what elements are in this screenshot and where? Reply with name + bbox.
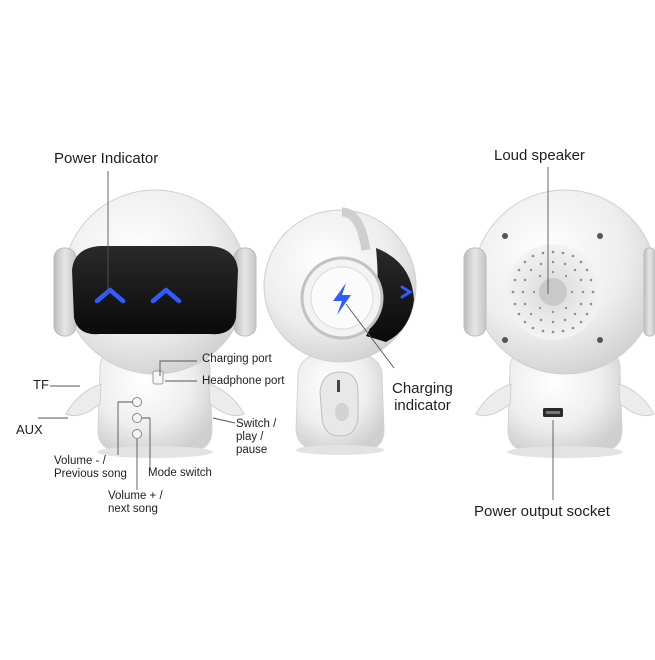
back-view bbox=[463, 189, 655, 458]
volume-minus-label: Volume - / Previous song bbox=[54, 455, 127, 481]
tf-label: TF bbox=[33, 377, 49, 392]
headphone-port-label: Headphone port bbox=[202, 375, 285, 387]
speaker-grille-holes bbox=[511, 250, 595, 334]
power-output-socket-label: Power output socket bbox=[474, 503, 610, 520]
switch-line-3: pause bbox=[236, 444, 268, 457]
volume-plus-button-icon bbox=[132, 429, 142, 439]
volume-minus-line-2: Previous song bbox=[54, 468, 127, 481]
volume-plus-line-2: next song bbox=[108, 503, 158, 516]
mode-button-icon bbox=[132, 413, 142, 423]
volume-minus-button-icon bbox=[132, 397, 142, 407]
charging-indicator-line-2: indicator bbox=[394, 397, 451, 415]
volume-minus-line-1: Volume - / bbox=[54, 455, 106, 467]
lightning-bolt-icon bbox=[333, 283, 351, 315]
volume-plus-line-1: Volume + / bbox=[108, 490, 163, 502]
loud-speaker-label: Loud speaker bbox=[494, 147, 585, 164]
volume-plus-label: Volume + / next song bbox=[108, 490, 163, 516]
aux-label: AUX bbox=[16, 422, 43, 437]
side-view bbox=[263, 207, 417, 455]
mode-switch-label: Mode switch bbox=[148, 467, 212, 479]
charging-indicator-line-1: Charging bbox=[392, 380, 453, 397]
charging-indicator-label: Charging indicator bbox=[392, 380, 453, 415]
switch-line-1: Switch / bbox=[236, 418, 277, 430]
charging-port-label: Charging port bbox=[202, 353, 272, 365]
switch-line-2: play / bbox=[236, 431, 264, 444]
front-view bbox=[53, 189, 257, 458]
right-eye-icon bbox=[150, 287, 182, 304]
switch-play-pause-label: Switch / play / pause bbox=[236, 418, 276, 458]
left-eye-icon bbox=[94, 287, 126, 304]
power-indicator-label: Power Indicator bbox=[54, 150, 159, 167]
leader-lines bbox=[38, 167, 554, 500]
